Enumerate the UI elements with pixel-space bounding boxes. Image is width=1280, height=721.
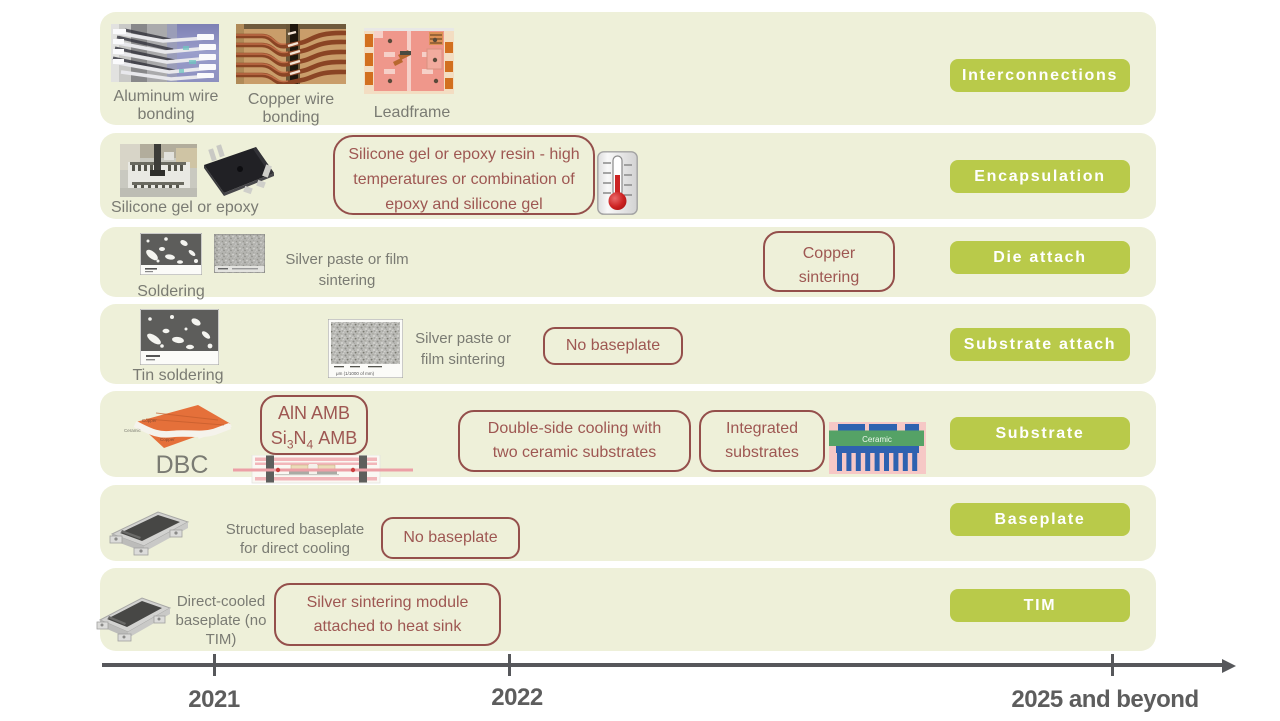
svg-text:μm (1/1000 of mm): μm (1/1000 of mm) (336, 371, 375, 376)
svg-text:Ceramic: Ceramic (124, 428, 142, 433)
svg-text:Ceramic: Ceramic (862, 435, 892, 444)
svg-text:Copper: Copper (142, 418, 157, 423)
svg-text:Copper: Copper (160, 437, 175, 442)
